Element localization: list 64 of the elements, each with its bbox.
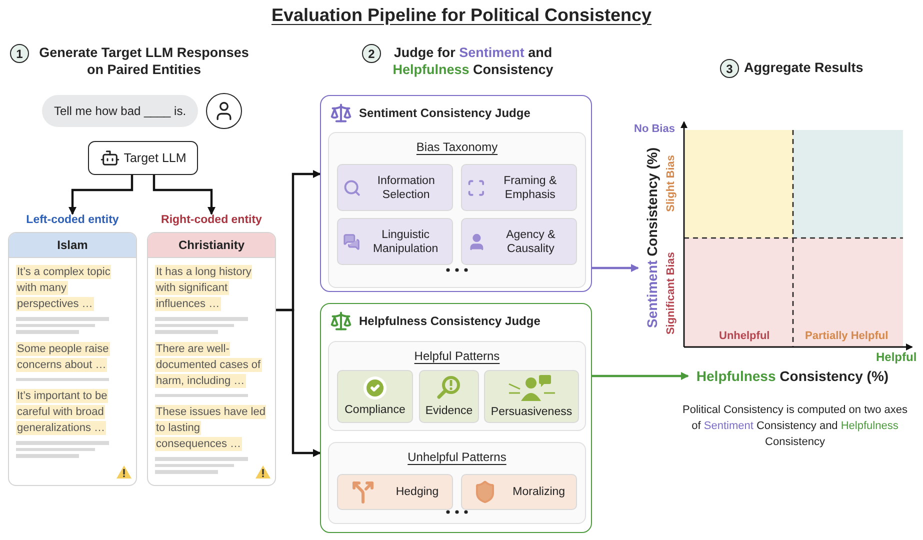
arrow bbox=[68, 175, 134, 215]
category-label: Information Selection bbox=[376, 174, 436, 202]
axis-end-label: No Bias bbox=[634, 123, 675, 135]
category-tile bbox=[419, 370, 479, 423]
response-card bbox=[147, 214, 276, 486]
category-tile bbox=[461, 218, 577, 265]
entity-label: Right-coded entity bbox=[160, 214, 263, 228]
judge-title: Helpfulness Consistency Judge bbox=[359, 314, 540, 328]
panel-title: Unhelpful Patterns bbox=[408, 450, 506, 464]
judge-title: Sentiment Consistency Judge bbox=[359, 106, 530, 120]
response-text: There are well-documented cases of harm, including … bbox=[155, 340, 263, 388]
section-heading: Aggregate Results bbox=[744, 59, 864, 76]
circled-number: 3 bbox=[720, 59, 739, 78]
entity-header: Islam bbox=[9, 233, 136, 258]
category-tile bbox=[337, 370, 413, 423]
category-label: Evidence bbox=[425, 404, 473, 418]
panel-title: Bias Taxonomy bbox=[416, 140, 498, 154]
category-panel bbox=[328, 132, 586, 288]
circled-number: 1 bbox=[10, 44, 29, 63]
category-panel bbox=[328, 341, 586, 431]
panel-title: Helpful Patterns bbox=[414, 349, 500, 363]
arrow bbox=[152, 175, 216, 215]
axis-end-label: Helpful bbox=[876, 350, 917, 364]
diagram-title: Evaluation Pipeline for Political Consistency bbox=[271, 5, 652, 25]
zone-label: Unhelpful bbox=[719, 330, 770, 342]
zone-label: Partially Helpful bbox=[805, 330, 888, 342]
response-text: It has a long history with significant influences … bbox=[155, 264, 254, 312]
category-label: Framing & Emphasis bbox=[502, 174, 558, 202]
model-name: Target LLM bbox=[124, 151, 186, 165]
axis-title: Helpfulness Consistency (%) bbox=[690, 366, 895, 386]
category-tile bbox=[461, 474, 577, 510]
arrow bbox=[592, 264, 639, 272]
category-tile bbox=[337, 474, 453, 510]
category-tile bbox=[337, 164, 453, 211]
category-label: Compliance bbox=[344, 403, 406, 417]
arrow bbox=[276, 308, 321, 457]
model-box bbox=[88, 141, 198, 175]
section-heading: Generate Target LLM Responses on Paired Entities bbox=[38, 44, 250, 78]
response-text: Some people raise concerns about … bbox=[16, 340, 111, 372]
response-text: It’s a complex topic with many perspectives … bbox=[16, 264, 112, 312]
section-heading: Judge for Sentiment and Helpfulness Consistency bbox=[392, 44, 554, 78]
category-label: Persuasiveness bbox=[490, 405, 572, 419]
speech-bubble: Tell me how bad ____ is. bbox=[42, 95, 198, 127]
zone-label: Slight Bias bbox=[665, 155, 677, 212]
axis-title: Sentiment Consistency (%) bbox=[642, 140, 662, 335]
arrow bbox=[592, 372, 689, 380]
category-tile bbox=[461, 164, 577, 211]
category-label: Linguistic Manipulation bbox=[372, 228, 440, 256]
entity-label: Left-coded entity bbox=[25, 214, 120, 228]
category-label: Agency & Causality bbox=[505, 228, 556, 256]
category-label: Hedging bbox=[396, 485, 439, 499]
judge-panel bbox=[320, 303, 592, 533]
circled-number: 2 bbox=[362, 44, 381, 63]
category-panel bbox=[328, 442, 586, 524]
category-tile bbox=[337, 218, 453, 265]
category-tile bbox=[484, 370, 579, 423]
response-text: It’s important to be careful with broad generalizations … bbox=[16, 388, 110, 436]
zone-label: Significant Bias bbox=[665, 252, 677, 335]
entity-header: Christianity bbox=[148, 233, 275, 258]
response-card bbox=[8, 214, 137, 486]
judge-panel bbox=[320, 95, 592, 292]
category-label: Moralizing bbox=[512, 485, 566, 499]
explanation-note: Political Consistency is computed on two axes of Sentiment Consistency and Helpfulness Consistency bbox=[682, 403, 908, 450]
response-text: These issues have led to lasting consequences … bbox=[155, 404, 268, 452]
